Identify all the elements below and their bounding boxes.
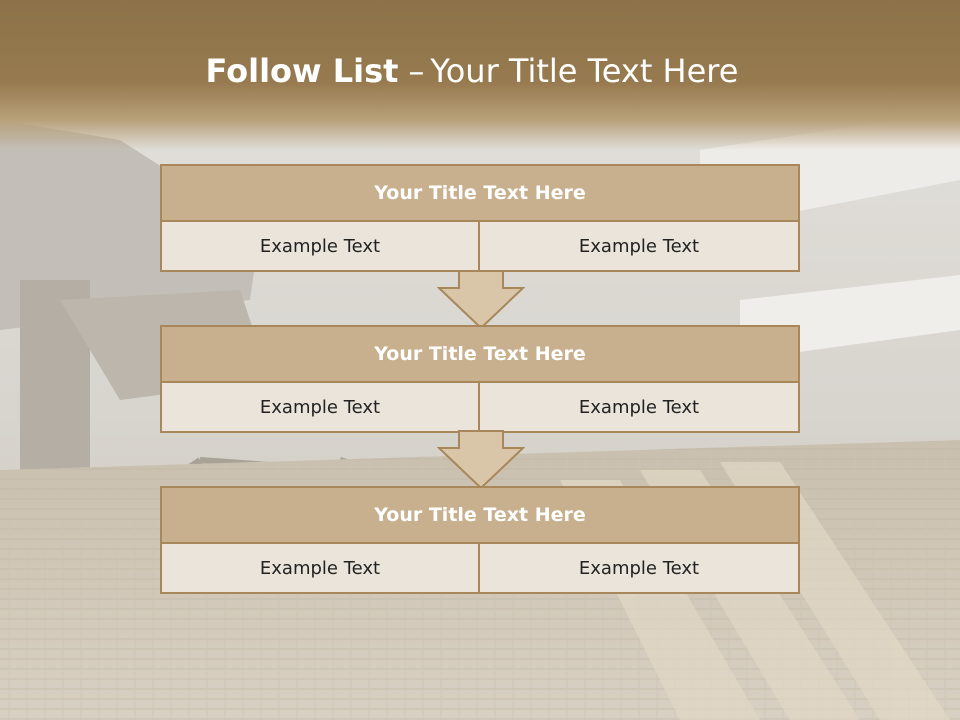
block-cell-left: Example Text bbox=[160, 544, 480, 594]
block-cell-left: Example Text bbox=[160, 222, 480, 272]
down-arrow-icon bbox=[437, 270, 525, 330]
title-bold: Follow List bbox=[205, 52, 399, 90]
block-title: Your Title Text Here bbox=[160, 164, 800, 222]
block-cell-right: Example Text bbox=[480, 383, 800, 433]
title-rest: Your Title Text Here bbox=[430, 52, 739, 90]
block-row: Example Text Example Text bbox=[160, 383, 800, 433]
header-band bbox=[0, 0, 960, 150]
list-block-3: Your Title Text Here Example Text Exampl… bbox=[160, 486, 800, 594]
list-block-2: Your Title Text Here Example Text Exampl… bbox=[160, 325, 800, 433]
block-row: Example Text Example Text bbox=[160, 222, 800, 272]
title-dash: – bbox=[408, 52, 425, 90]
block-title: Your Title Text Here bbox=[160, 486, 800, 544]
down-arrow-icon bbox=[437, 430, 525, 490]
block-cell-left: Example Text bbox=[160, 383, 480, 433]
block-cell-right: Example Text bbox=[480, 544, 800, 594]
block-row: Example Text Example Text bbox=[160, 544, 800, 594]
block-cell-right: Example Text bbox=[480, 222, 800, 272]
list-block-1: Your Title Text Here Example Text Exampl… bbox=[160, 164, 800, 272]
slide-title: Follow List–Your Title Text Here bbox=[0, 52, 944, 90]
block-title: Your Title Text Here bbox=[160, 325, 800, 383]
